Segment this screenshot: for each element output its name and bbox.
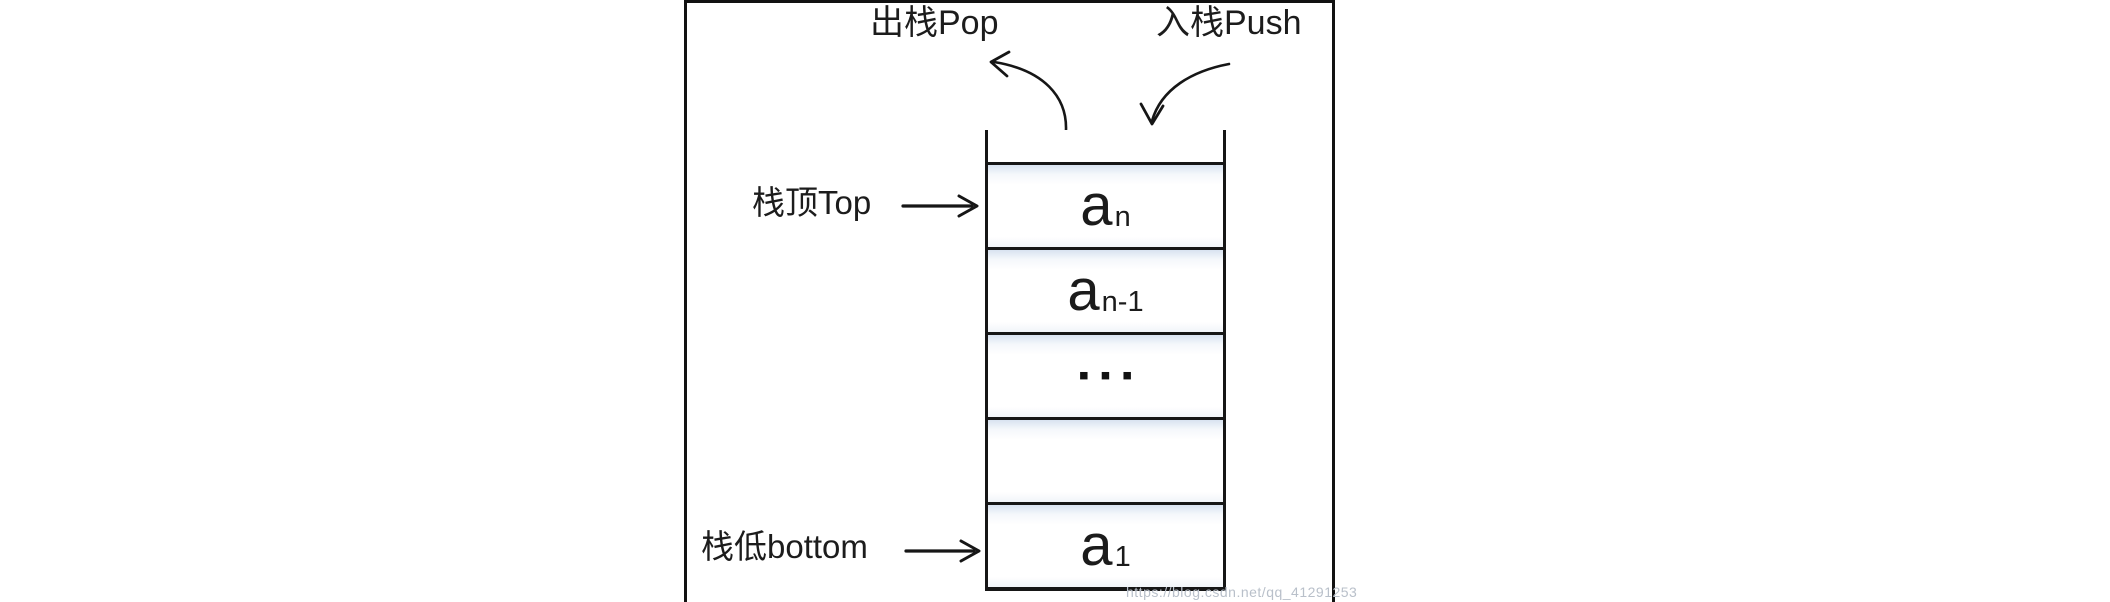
cell-subscript: n-1 [1101,285,1144,318]
pop-label: 出栈Pop [870,4,999,42]
push-label: 入栈Push [1156,4,1302,42]
pop-arrowhead-icon [989,50,1011,78]
frame-left-border [684,0,687,602]
stack-top-label: 栈顶Top [752,184,872,221]
stack-bottom-label: 栈低bottom [701,528,868,565]
stack-cell-empty [988,417,1223,502]
push-arrowhead-icon [1139,102,1165,126]
watermark: https://blog.csdn.net/qq_41291253 [1126,584,1358,600]
cell-value: a [1080,173,1113,238]
top-pointer-arrowhead-icon [957,194,979,218]
ellipsis-icon: ▪▪▪ [1078,359,1144,392]
frame-top-border [684,0,1335,3]
push-arrow-shaft [1150,62,1231,123]
cell-value: a [1080,513,1113,578]
stack-cell-ellipsis: ▪▪▪ [988,332,1223,417]
frame-right-border [1332,0,1335,602]
cell-value: a [1067,258,1100,323]
cell-subscript: 1 [1114,540,1131,573]
cell-subscript: n [1114,200,1131,233]
pop-arrow-shaft [992,60,1068,132]
stack-mouth [988,130,1223,162]
bottom-pointer-arrowhead-icon [959,539,981,563]
